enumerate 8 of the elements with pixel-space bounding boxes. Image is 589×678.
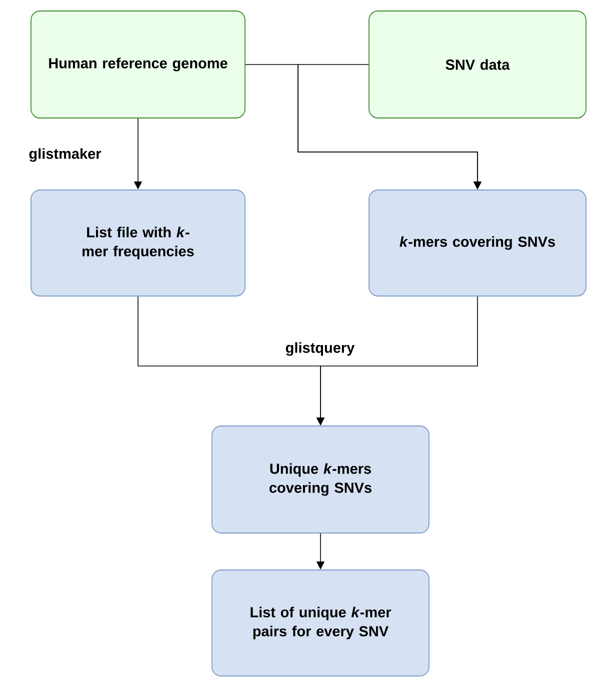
process-box: List of unique k-mer pairs for every SNV	[212, 570, 430, 676]
edge-label: glistmaker	[28, 147, 102, 163]
process-box: Unique k-mers covering SNVs	[212, 426, 430, 534]
edge-label: glistquery	[284, 341, 356, 357]
process-box: SNV data	[368, 10, 586, 118]
process-box: k-mers covering SNVs	[368, 190, 586, 296]
process-box: List file with k-mer frequencies	[30, 190, 246, 296]
process-box: Human reference genome	[30, 10, 246, 118]
